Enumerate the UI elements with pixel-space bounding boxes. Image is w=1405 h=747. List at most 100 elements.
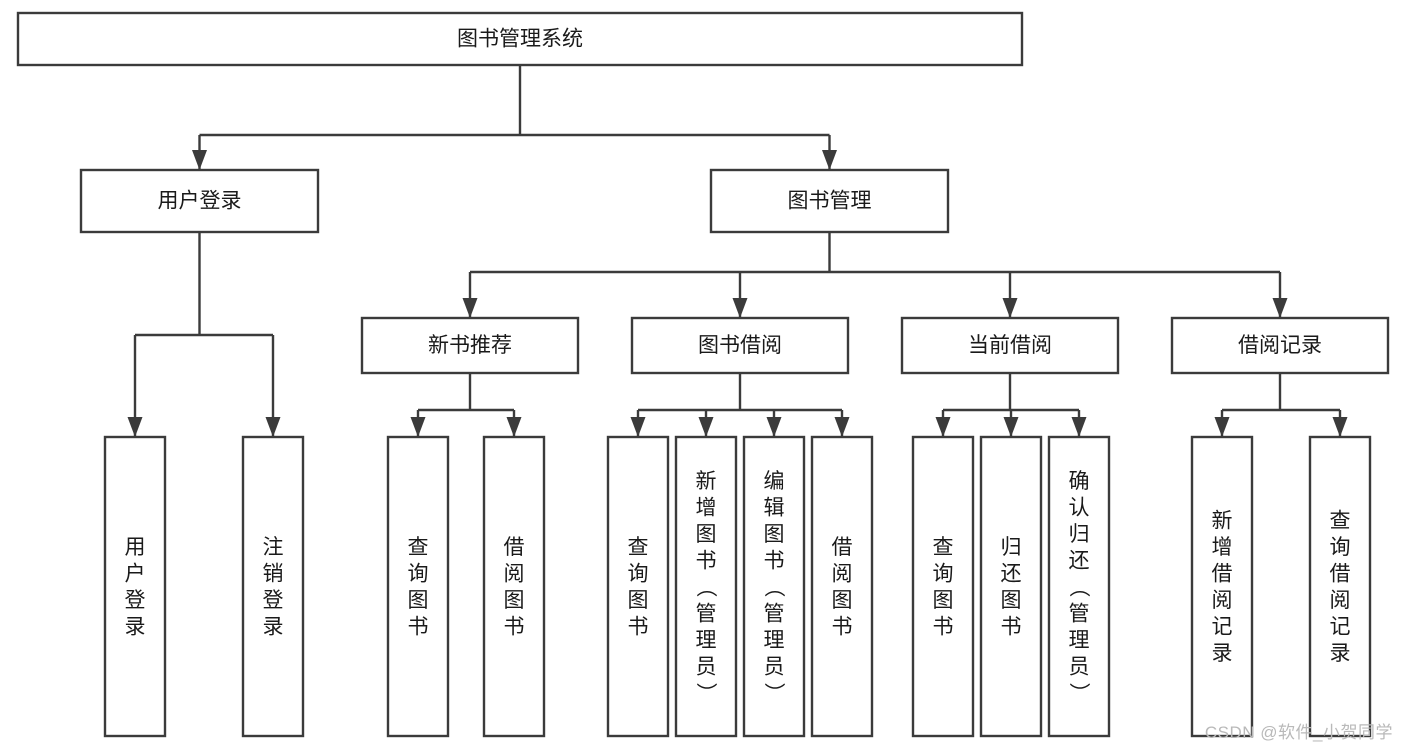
svg-text:新: 新 <box>696 470 717 493</box>
node-level3-3-label: 借阅记录 <box>1238 334 1322 357</box>
arrow-head-icon <box>698 417 714 437</box>
svg-text:归: 归 <box>1001 536 1022 559</box>
node-level3-2-leaf-2[interactable] <box>1047 435 1111 738</box>
svg-text:（: （ <box>1067 576 1090 597</box>
node-level3-0-label: 新书推荐 <box>428 334 512 357</box>
arrow-head-icon <box>506 417 522 437</box>
svg-text:）: ） <box>694 682 717 703</box>
svg-text:书: 书 <box>1001 616 1022 639</box>
svg-text:书: 书 <box>408 616 429 639</box>
svg-text:员: 员 <box>696 655 717 678</box>
svg-text:阅: 阅 <box>832 563 853 586</box>
svg-text:（: （ <box>694 576 717 597</box>
arrow-head-icon <box>1272 298 1288 318</box>
arrow-head-icon <box>1002 298 1018 318</box>
svg-text:书: 书 <box>628 616 649 639</box>
svg-text:查: 查 <box>1330 510 1351 533</box>
node-level3-0[interactable] <box>360 316 580 375</box>
arrow-head-icon <box>265 417 281 437</box>
node-root-label: 图书管理系统 <box>457 28 583 51</box>
svg-text:图: 图 <box>696 523 717 546</box>
svg-text:图: 图 <box>408 589 429 612</box>
node-level3-3[interactable] <box>1170 316 1390 375</box>
node-level3-2-leaf-0[interactable] <box>911 435 975 738</box>
svg-text:查: 查 <box>408 536 429 559</box>
svg-text:书: 书 <box>696 549 717 572</box>
svg-text:借: 借 <box>832 536 853 559</box>
svg-text:查: 查 <box>933 536 954 559</box>
node-level2-0-leaf-0[interactable] <box>103 435 167 738</box>
node-root[interactable] <box>16 11 1024 67</box>
svg-text:辑: 辑 <box>764 496 785 519</box>
svg-text:（: （ <box>762 576 785 597</box>
node-level3-3-leaf-1[interactable] <box>1308 435 1372 738</box>
arrow-head-icon <box>630 417 646 437</box>
node-level2-0-leaf-1[interactable] <box>241 435 305 738</box>
svg-text:编: 编 <box>764 470 785 493</box>
svg-text:户: 户 <box>125 563 146 586</box>
node-level3-2-label: 当前借阅 <box>968 334 1052 357</box>
svg-text:录: 录 <box>125 616 146 639</box>
node-level3-1[interactable] <box>630 316 850 375</box>
svg-text:图: 图 <box>504 589 525 612</box>
svg-text:录: 录 <box>263 616 284 639</box>
node-level3-1-leaf-3[interactable] <box>810 435 874 738</box>
svg-text:借: 借 <box>1212 563 1233 586</box>
svg-text:图: 图 <box>832 589 853 612</box>
arrow-head-icon <box>1071 417 1087 437</box>
svg-text:管: 管 <box>764 602 785 625</box>
arrow-head-icon <box>410 417 426 437</box>
svg-text:录: 录 <box>1212 642 1233 665</box>
svg-text:归: 归 <box>1069 523 1090 546</box>
svg-text:销: 销 <box>263 563 284 586</box>
svg-text:）: ） <box>762 682 785 703</box>
node-level3-0-leaf-1[interactable] <box>482 435 546 738</box>
svg-text:书: 书 <box>764 549 785 572</box>
svg-text:书: 书 <box>933 616 954 639</box>
svg-text:记: 记 <box>1212 616 1233 639</box>
node-level3-2[interactable] <box>900 316 1120 375</box>
svg-text:询: 询 <box>408 563 429 586</box>
arrow-head-icon <box>935 417 951 437</box>
node-boxes-layer: 图书管理系统用户登录用户登录注销登录图书管理新书推荐查询图书借阅图书图书借阅查询… <box>16 11 1390 738</box>
svg-text:借: 借 <box>1330 563 1351 586</box>
arrow-head-icon <box>1003 417 1019 437</box>
svg-text:图: 图 <box>1001 589 1022 612</box>
svg-text:书: 书 <box>504 616 525 639</box>
arrow-head-icon <box>1214 417 1230 437</box>
svg-text:登: 登 <box>263 589 284 612</box>
node-level3-3-leaf-0[interactable] <box>1190 435 1254 738</box>
node-level3-1-leaf-2[interactable] <box>742 435 806 738</box>
node-level2-0[interactable] <box>79 168 320 234</box>
node-level3-1-leaf-0[interactable] <box>606 435 670 738</box>
node-level2-1[interactable] <box>709 168 950 234</box>
arrow-head-icon <box>766 417 782 437</box>
svg-text:询: 询 <box>1330 536 1351 559</box>
node-level3-0-leaf-0[interactable] <box>386 435 450 738</box>
arrow-head-icon <box>732 298 748 318</box>
arrow-head-icon <box>127 417 143 437</box>
arrow-head-icon <box>1332 417 1348 437</box>
svg-text:书: 书 <box>832 616 853 639</box>
node-level3-1-label: 图书借阅 <box>698 334 782 357</box>
svg-text:员: 员 <box>1069 655 1090 678</box>
svg-text:阅: 阅 <box>1212 589 1233 612</box>
node-level3-2-leaf-1[interactable] <box>979 435 1043 738</box>
svg-text:图: 图 <box>933 589 954 612</box>
svg-text:理: 理 <box>1069 629 1090 652</box>
arrow-head-icon <box>462 298 478 318</box>
node-level2-0-leaf-0-label: 用户登录 <box>125 536 146 639</box>
svg-text:认: 认 <box>1069 496 1090 519</box>
node-level3-1-leaf-1[interactable] <box>674 435 738 738</box>
